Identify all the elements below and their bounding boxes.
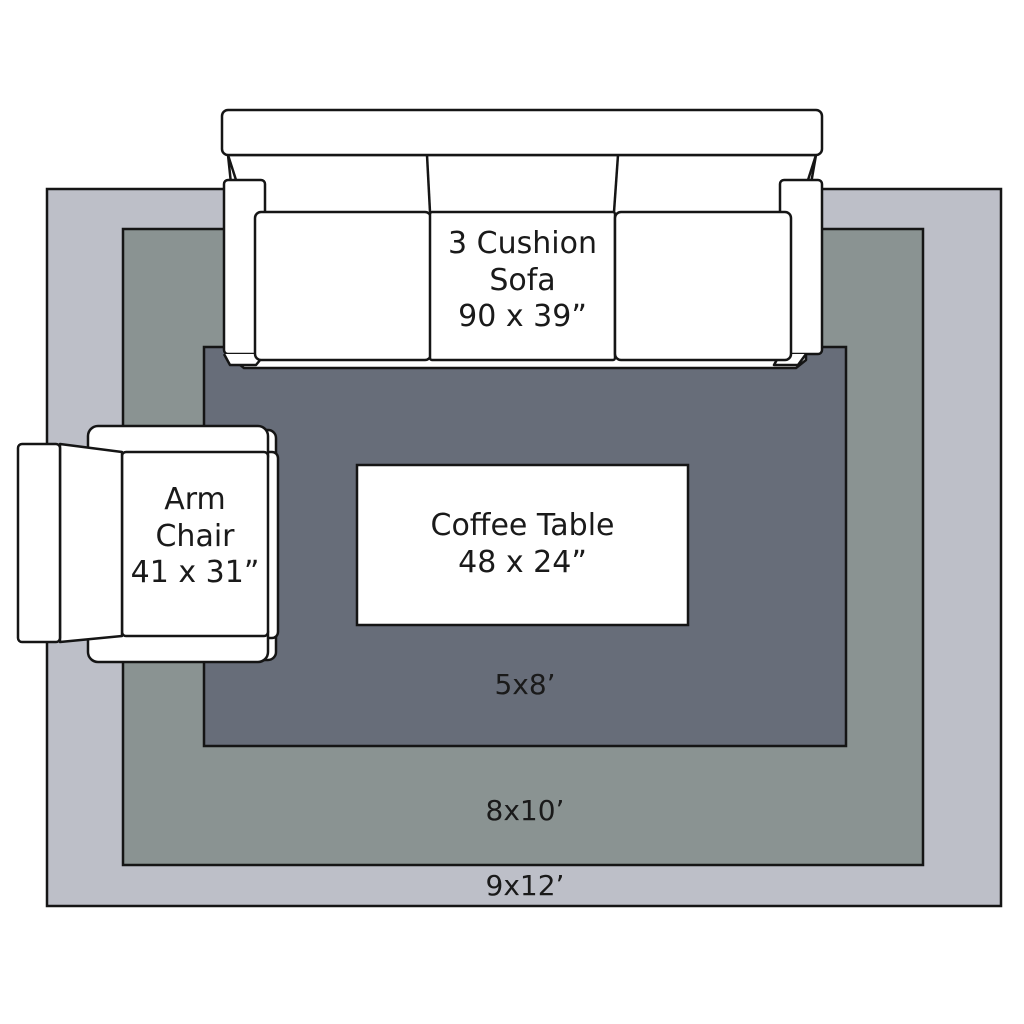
sofa <box>220 108 824 370</box>
arm-chair <box>16 424 280 664</box>
sofa-label-line2: Sofa <box>489 262 556 298</box>
arm-chair-dimensions: 41 x 31” <box>130 555 260 591</box>
arm-chair-label-line2: Chair <box>155 518 235 554</box>
coffee-table-label: Coffee Table 48 x 24” <box>357 508 688 581</box>
rug-9x12-label: 9x12’ <box>485 869 565 902</box>
coffee-table-dimensions: 48 x 24” <box>458 544 587 580</box>
arm-chair-label-line1: Arm <box>164 482 226 517</box>
sofa-dimensions: 90 x 39” <box>458 299 587 335</box>
sofa-label-line1: 3 Cushion <box>448 226 597 261</box>
rug-8x10-label: 8x10’ <box>485 794 565 827</box>
rug-5x8-label: 5x8’ <box>494 668 556 701</box>
sofa-label: 3 Cushion Sofa 90 x 39” <box>430 226 615 336</box>
coffee-table-label-line1: Coffee Table <box>430 508 615 543</box>
coffee-table <box>355 463 690 627</box>
arm-chair-label: Arm Chair 41 x 31” <box>124 482 266 592</box>
